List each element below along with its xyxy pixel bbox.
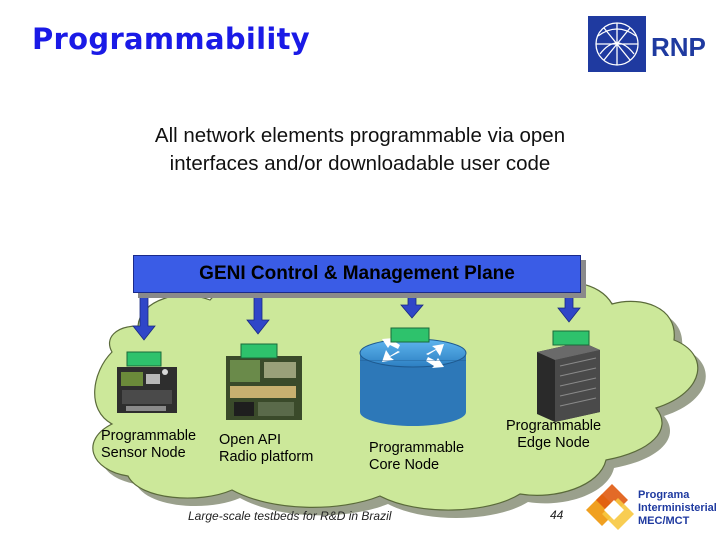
edge-connector	[552, 330, 590, 346]
radio-connector	[240, 343, 278, 359]
footer-text: Large-scale testbeds for R&D in Brazil	[188, 509, 392, 523]
edge-node-label-line1: Programmable	[506, 418, 602, 434]
arrow-to-core	[400, 291, 424, 319]
sensor-node-label-line1: Programmable	[101, 428, 197, 444]
edge-node-label: Programmable Edge Node	[506, 418, 601, 452]
control-plane-box: GENI Control & Management Plane	[133, 255, 581, 293]
arrow-to-edge	[557, 291, 581, 323]
programa-interministerial-logo: Programa Interministerial MEC/MCT	[586, 484, 716, 530]
core-node-label-line1: Programmable	[369, 440, 465, 456]
programa-logo-mark	[586, 484, 634, 530]
core-node-label-line2: Core Node	[369, 457, 440, 473]
rnp-logo-text: RNP	[651, 32, 706, 62]
sensor-board-icon	[117, 367, 177, 413]
page-number: 44	[550, 508, 564, 522]
programa-logo-line1: Programa	[638, 489, 690, 501]
slide-title: Programmability	[32, 22, 310, 56]
core-connector	[390, 327, 430, 343]
programa-logo-line2: Interministerial	[638, 502, 716, 514]
sensor-connector	[126, 351, 162, 367]
radio-platform-label: Open API Radio platform	[219, 432, 313, 466]
subtitle-line-1: All network elements programmable via op…	[154, 124, 566, 147]
subtitle-line-2: interfaces and/or downloadable user code	[169, 152, 551, 175]
arrow-to-sensor	[132, 291, 156, 341]
rnp-logo: RNP	[586, 14, 712, 74]
sensor-node-label: Programmable Sensor Node	[101, 428, 196, 462]
radio-platform-label-line2: Radio platform	[219, 449, 314, 465]
radio-board-icon	[226, 356, 302, 420]
programa-logo-line3: MEC/MCT	[638, 515, 690, 527]
core-node-label: Programmable Core Node	[369, 440, 464, 474]
slide-subtitle: All network elements programmable via op…	[60, 122, 660, 178]
edge-node-label-line2: Edge Node	[517, 435, 590, 451]
server-rack-icon	[537, 342, 600, 422]
radio-platform-label-line1: Open API	[219, 432, 282, 448]
control-plane-label: GENI Control & Management Plane	[199, 263, 515, 284]
sensor-node-label-line2: Sensor Node	[101, 445, 186, 461]
arrow-to-radio	[246, 291, 270, 335]
router-icon	[359, 338, 467, 426]
